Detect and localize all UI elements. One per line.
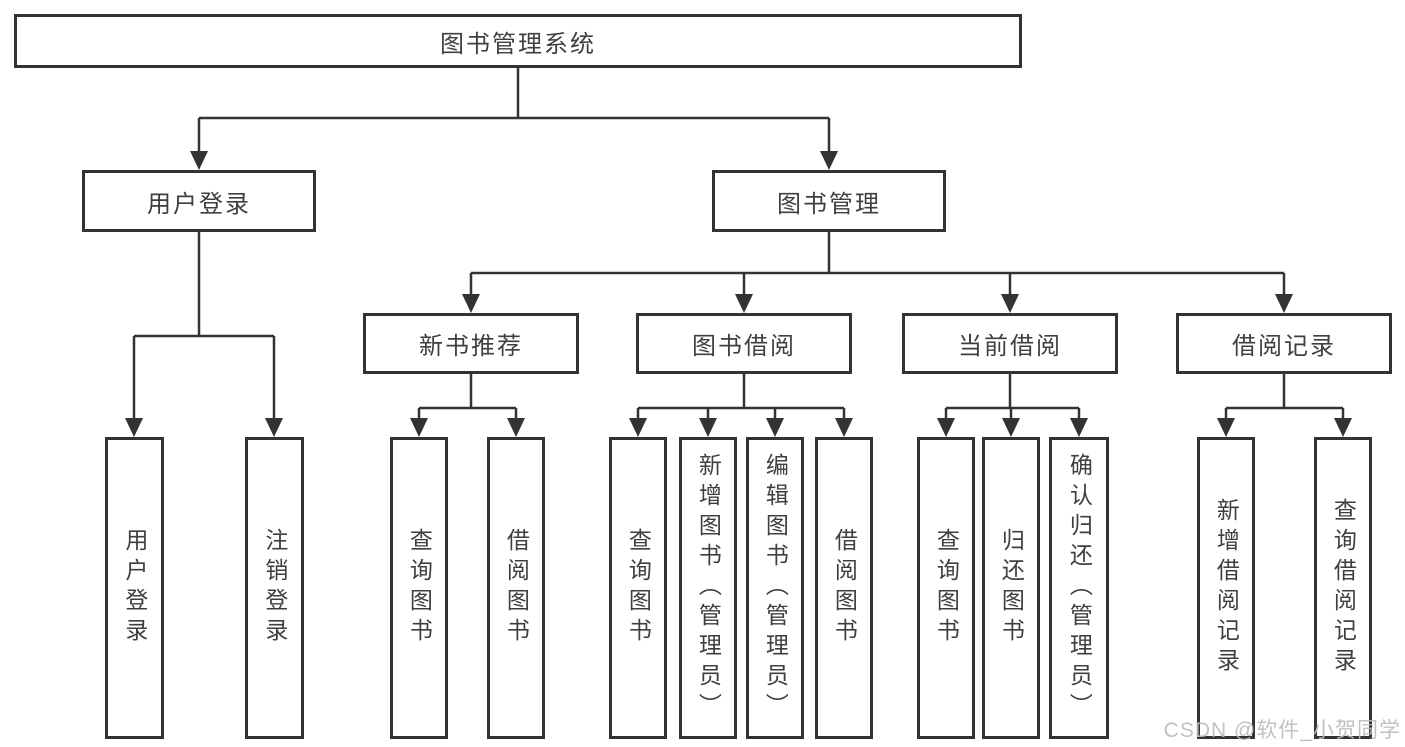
node-query-books-2: 查询图书 xyxy=(609,437,667,739)
arrow-down-icon xyxy=(835,418,853,437)
node-query-borrow-record: 查询借阅记录 xyxy=(1314,437,1372,739)
node-query-books-2-label: 查询图书 xyxy=(625,528,652,648)
node-book-borrow: 图书借阅 xyxy=(636,313,852,374)
node-borrow-records-label: 借阅记录 xyxy=(1232,333,1336,360)
arrow-down-icon xyxy=(1334,418,1352,437)
branch-login xyxy=(125,232,283,437)
branch-current-borrow xyxy=(937,374,1088,437)
branch-new-book-rec xyxy=(410,374,525,437)
node-book-borrow-label: 图书借阅 xyxy=(692,333,796,360)
arrow-down-icon xyxy=(1001,294,1019,313)
node-user-login: 用户登录 xyxy=(105,437,164,739)
node-add-borrow-record: 新增借阅记录 xyxy=(1197,437,1255,739)
arrow-down-icon xyxy=(1275,294,1293,313)
arrow-down-icon xyxy=(766,418,784,437)
arrow-down-icon xyxy=(265,418,283,437)
node-add-books-admin: 新增图书（管理员） xyxy=(679,437,737,739)
node-login-group-label: 用户登录 xyxy=(147,190,251,218)
node-current-borrow: 当前借阅 xyxy=(902,313,1118,374)
node-add-borrow-record-label: 新增借阅记录 xyxy=(1213,498,1240,678)
node-root: 图书管理系统 xyxy=(14,14,1022,68)
node-user-login-label: 用户登录 xyxy=(121,528,148,648)
node-return-books-label: 归还图书 xyxy=(998,528,1025,648)
arrow-down-icon xyxy=(937,418,955,437)
node-edit-books-admin-label: 编辑图书（管理员） xyxy=(762,453,789,723)
node-query-books-3-label: 查询图书 xyxy=(933,528,960,648)
node-return-books: 归还图书 xyxy=(982,437,1040,739)
arrow-down-icon xyxy=(410,418,428,437)
arrow-down-icon xyxy=(735,294,753,313)
arrow-down-icon xyxy=(125,418,143,437)
branch-book-borrow xyxy=(629,374,853,437)
node-query-books-1-label: 查询图书 xyxy=(406,528,433,648)
node-root-label: 图书管理系统 xyxy=(440,30,596,58)
arrow-down-icon xyxy=(1002,418,1020,437)
arrow-down-icon xyxy=(1070,418,1088,437)
arrow-down-icon xyxy=(699,418,717,437)
arrow-down-icon xyxy=(629,418,647,437)
node-book-mgmt: 图书管理 xyxy=(712,170,946,232)
node-query-books-1: 查询图书 xyxy=(390,437,448,739)
branch-borrow-records xyxy=(1217,374,1352,437)
node-borrow-books-2: 借阅图书 xyxy=(815,437,873,739)
node-query-borrow-record-label: 查询借阅记录 xyxy=(1330,498,1357,678)
node-new-book-rec-label: 新书推荐 xyxy=(419,333,523,360)
csdn-watermark: CSDN @软件_小贺同学 xyxy=(1163,719,1401,742)
node-logout: 注销登录 xyxy=(245,437,304,739)
node-new-book-rec: 新书推荐 xyxy=(363,313,579,374)
node-borrow-books-2-label: 借阅图书 xyxy=(831,528,858,648)
arrow-down-icon xyxy=(507,418,525,437)
node-book-mgmt-label: 图书管理 xyxy=(777,190,881,218)
node-logout-label: 注销登录 xyxy=(261,528,288,648)
branch-book-mgmt xyxy=(462,232,1293,313)
node-add-books-admin-label: 新增图书（管理员） xyxy=(695,453,722,723)
node-login-group: 用户登录 xyxy=(82,170,316,232)
node-borrow-books-1: 借阅图书 xyxy=(487,437,545,739)
arrow-down-icon xyxy=(190,151,208,170)
node-edit-books-admin: 编辑图书（管理员） xyxy=(746,437,804,739)
node-borrow-books-1-label: 借阅图书 xyxy=(503,528,530,648)
arrow-down-icon xyxy=(1217,418,1235,437)
arrow-down-icon xyxy=(462,294,480,313)
node-borrow-records: 借阅记录 xyxy=(1176,313,1392,374)
node-confirm-return-admin-label: 确认归还（管理员） xyxy=(1066,453,1093,723)
branch-root xyxy=(190,68,838,170)
node-current-borrow-label: 当前借阅 xyxy=(958,333,1062,360)
node-confirm-return-admin: 确认归还（管理员） xyxy=(1049,437,1109,739)
arrow-down-icon xyxy=(820,151,838,170)
node-query-books-3: 查询图书 xyxy=(917,437,975,739)
